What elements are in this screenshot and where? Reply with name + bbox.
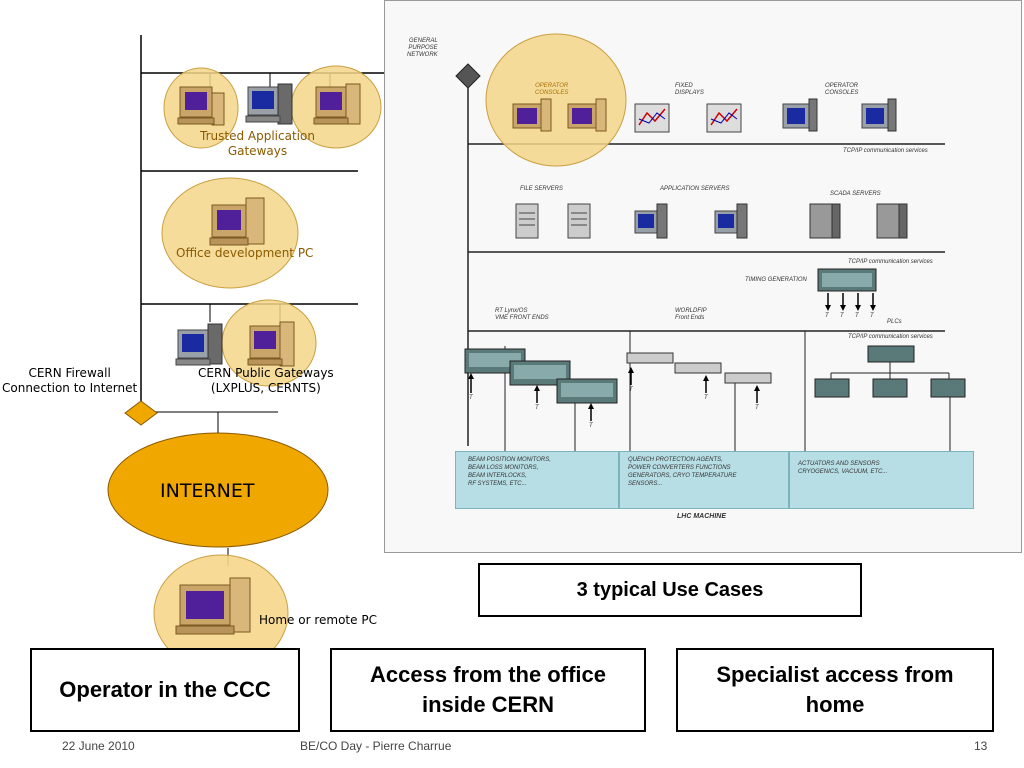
- internet-ellipse: [107, 432, 329, 548]
- footer-center: BE/CO Day - Pierre Charrue: [300, 739, 452, 753]
- use-case-office: Access from the office inside CERN: [330, 648, 646, 732]
- t-label: T: [755, 405, 759, 411]
- machine-box-beam: BEAM POSITION MONITORS, BEAM LOSS MONITO…: [455, 451, 619, 509]
- firewall-diamond: [124, 400, 158, 426]
- pc-icon: [247, 321, 295, 367]
- lhc-machine-label: LHC MACHINE: [677, 513, 726, 520]
- control-system-panel: GENERAL PURPOSE NETWORK OPERATOR CONSOLE…: [384, 0, 1022, 553]
- use-case-home: Specialist access from home: [676, 648, 994, 732]
- pc-icon: [177, 86, 225, 126]
- fixed-displays-label: FIXED DISPLAYS: [675, 83, 704, 96]
- application-servers-label: APPLICATION SERVERS: [660, 186, 730, 192]
- trusted-gateways-label: Trusted Application Gateways: [200, 129, 315, 158]
- worldfip-label: WORLDFIP Front Ends: [675, 308, 707, 321]
- tcpip-label-3: TCP/IP communication services: [848, 334, 933, 340]
- left-network-lines: [107, 35, 384, 672]
- operator-consoles-label-2: OPERATOR CONSOLES: [825, 83, 859, 96]
- panel-network-lines: [455, 33, 966, 451]
- t-label: T: [704, 395, 708, 401]
- plcs-label: PLCs: [887, 319, 902, 325]
- scada-servers-label: SCADA SERVERS: [830, 191, 881, 197]
- machine-box-quench: QUENCH PROTECTION AGENTS, POWER CONVERTE…: [619, 451, 789, 509]
- pc-icon: [209, 197, 265, 246]
- machine-box-actuators: ACTUATORS AND SENSORS CRYOGENICS, VACUUM…: [789, 451, 974, 509]
- rt-lynx-label: RT Lynx/OS VME FRONT ENDS: [495, 308, 549, 321]
- t-label: T: [855, 313, 859, 319]
- pc-icon: [313, 83, 361, 125]
- t-label: T: [469, 395, 473, 401]
- public-gateways-label: CERN Public Gateways (LXPLUS, CERNTS): [198, 366, 334, 395]
- pc-icon: [245, 83, 293, 125]
- office-pc-label: Office development PC: [176, 246, 314, 260]
- operator-consoles-label: OPERATOR CONSOLES: [535, 83, 569, 96]
- pc-icon: [175, 577, 251, 635]
- t-label: T: [629, 387, 633, 393]
- pc-icon: [175, 323, 223, 366]
- internet-label: INTERNET: [160, 480, 255, 502]
- t-label: T: [870, 313, 874, 319]
- file-servers-label: FILE SERVERS: [520, 186, 563, 192]
- footer-page-number: 13: [974, 739, 988, 753]
- footer-date: 22 June 2010: [62, 739, 135, 753]
- use-case-operator: Operator in the CCC: [30, 648, 300, 732]
- use-cases-title: 3 typical Use Cases: [478, 563, 862, 617]
- firewall-label: CERN Firewall Connection to Internet: [2, 366, 138, 395]
- gpn-label: GENERAL PURPOSE NETWORK: [407, 38, 438, 58]
- t-label: T: [589, 423, 593, 429]
- tcpip-label-2: TCP/IP communication services: [848, 259, 933, 265]
- t-label: T: [535, 405, 539, 411]
- home-pc-label: Home or remote PC: [259, 613, 377, 627]
- timing-generation-label: TIMING GENERATION: [745, 277, 807, 283]
- tcpip-label-1: TCP/IP communication services: [843, 148, 928, 154]
- t-label: T: [825, 313, 829, 319]
- t-label: T: [840, 313, 844, 319]
